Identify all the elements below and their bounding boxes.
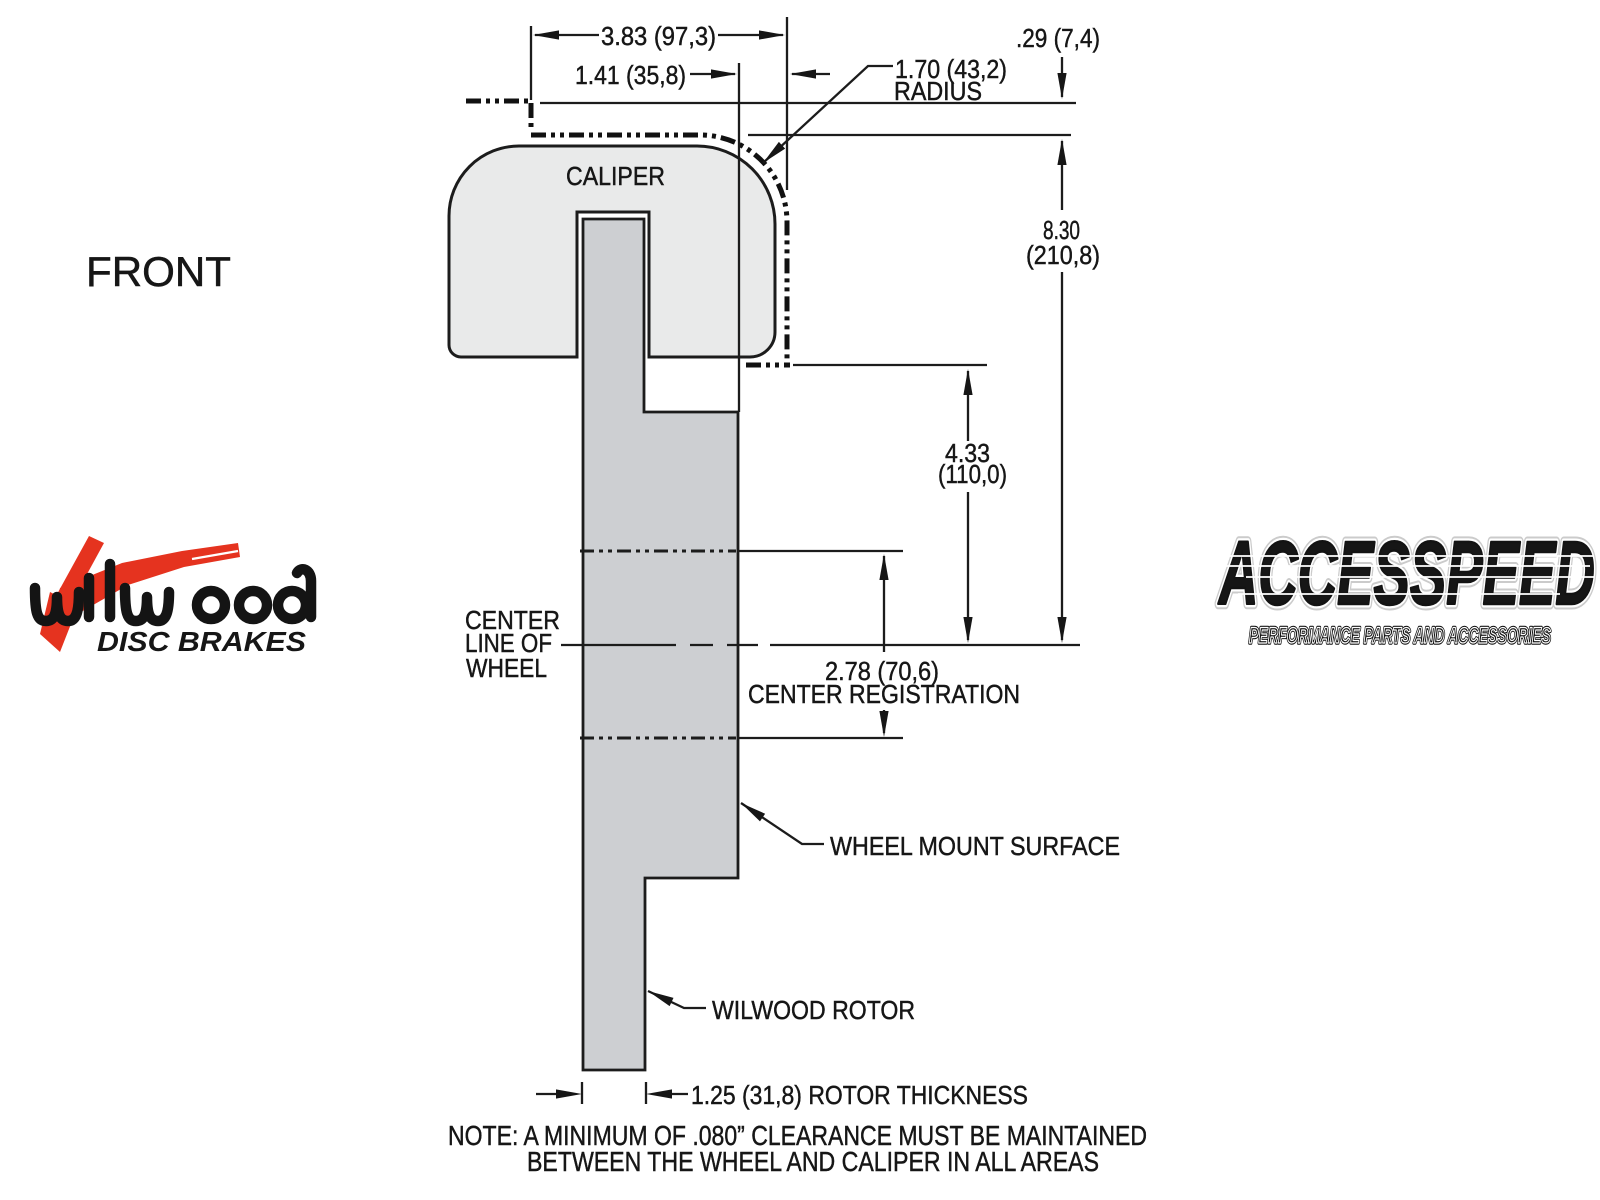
svg-text:2.78 (70,6): 2.78 (70,6) (825, 656, 939, 686)
svg-text:ACCESSPEED: ACCESSPEED (1218, 523, 1595, 623)
svg-text:ACCESSPEED: ACCESSPEED (1218, 523, 1595, 623)
svg-text:3.83 (97,3): 3.83 (97,3) (601, 21, 716, 51)
svg-text:CENTER: CENTER (465, 605, 560, 635)
svg-text:LINE OF: LINE OF (465, 628, 552, 658)
svg-text:FRONT: FRONT (86, 248, 231, 295)
svg-text:.29 (7,4): .29 (7,4) (1016, 23, 1100, 53)
svg-text:DISC BRAKES: DISC BRAKES (97, 626, 306, 657)
svg-text:4.33: 4.33 (945, 438, 990, 468)
svg-text:WHEEL: WHEEL (466, 653, 547, 683)
svg-text:CENTER REGISTRATION: CENTER REGISTRATION (748, 679, 1020, 709)
svg-text:8.30: 8.30 (1043, 215, 1080, 245)
svg-text:BETWEEN THE WHEEL AND CALIPER: BETWEEN THE WHEEL AND CALIPER IN ALL ARE… (527, 1146, 1099, 1177)
svg-text:1.25 (31,8) ROTOR THICKNESS: 1.25 (31,8) ROTOR THICKNESS (691, 1080, 1028, 1110)
svg-text:WILWOOD ROTOR: WILWOOD ROTOR (712, 995, 915, 1025)
svg-text:CALIPER: CALIPER (566, 161, 665, 191)
svg-text:NOTE: A MINIMUM OF .080” CLEAR: NOTE: A MINIMUM OF .080” CLEARANCE MUST … (448, 1120, 1147, 1151)
svg-text:WHEEL MOUNT SURFACE: WHEEL MOUNT SURFACE (830, 831, 1120, 861)
svg-text:RADIUS: RADIUS (894, 76, 982, 106)
svg-text:(210,8): (210,8) (1026, 240, 1100, 270)
svg-text:PERFORMANCE PARTS AND ACCESSOR: PERFORMANCE PARTS AND ACCESSORIES (1249, 623, 1551, 648)
svg-text:PERFORMANCE PARTS AND ACCESSOR: PERFORMANCE PARTS AND ACCESSORIES (1249, 623, 1551, 648)
svg-text:1.70 (43,2): 1.70 (43,2) (895, 54, 1007, 84)
svg-text:1.41 (35,8): 1.41 (35,8) (575, 60, 686, 90)
svg-text:ACCESSPEED: ACCESSPEED (1218, 523, 1595, 623)
svg-text:(110,0): (110,0) (938, 459, 1007, 489)
